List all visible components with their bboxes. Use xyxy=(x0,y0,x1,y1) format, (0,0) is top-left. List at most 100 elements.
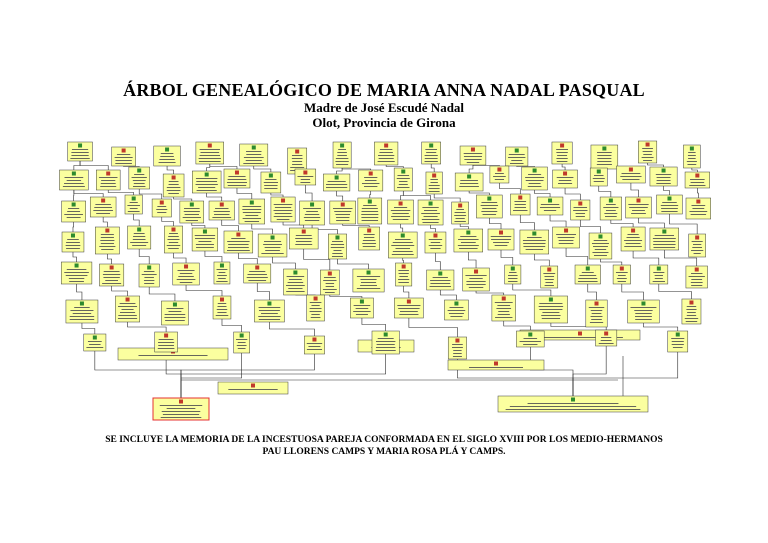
text-line xyxy=(101,180,116,181)
text-line xyxy=(66,180,82,181)
female-icon xyxy=(101,198,106,203)
person-box xyxy=(516,330,545,348)
text-line xyxy=(258,310,280,311)
lineage-connector xyxy=(206,193,223,201)
male-icon xyxy=(429,143,434,148)
text-line xyxy=(184,214,199,215)
text-line xyxy=(397,175,410,176)
text-line xyxy=(258,307,281,308)
text-line xyxy=(157,206,167,207)
text-line xyxy=(66,248,80,249)
person-box xyxy=(521,166,548,191)
text-line xyxy=(198,158,221,159)
male-icon xyxy=(532,168,537,173)
text-line xyxy=(429,286,451,287)
female-icon xyxy=(303,170,308,175)
text-line xyxy=(261,313,278,314)
lineage-connector xyxy=(329,295,363,298)
text-line xyxy=(306,343,323,344)
text-line xyxy=(662,202,677,203)
text-line xyxy=(375,347,396,348)
text-line xyxy=(627,234,639,235)
lineage-connector xyxy=(272,257,296,269)
text-line xyxy=(544,276,555,277)
text-line xyxy=(453,350,462,351)
text-line xyxy=(164,317,186,318)
text-line xyxy=(117,318,138,319)
lineage-connector xyxy=(664,250,698,266)
text-line xyxy=(364,180,377,181)
text-line xyxy=(115,160,132,161)
lineage-connector xyxy=(221,220,239,231)
text-line xyxy=(195,184,218,185)
lineage-connector xyxy=(270,193,284,197)
text-line xyxy=(424,155,438,156)
text-line xyxy=(337,152,347,153)
text-line xyxy=(573,210,588,211)
text-line xyxy=(392,219,409,220)
male-icon xyxy=(172,302,177,307)
text-line xyxy=(290,167,305,168)
male-icon xyxy=(268,173,273,178)
text-line xyxy=(242,212,261,213)
male-icon xyxy=(340,143,345,148)
text-line xyxy=(177,270,195,271)
text-line xyxy=(143,271,155,272)
text-line xyxy=(226,182,248,183)
text-line xyxy=(300,182,311,183)
lineage-connector xyxy=(621,284,644,300)
text-line xyxy=(166,190,181,191)
text-line xyxy=(158,339,174,340)
text-line xyxy=(661,208,678,209)
female-icon xyxy=(251,383,255,388)
lineage-connector xyxy=(579,220,601,233)
text-line xyxy=(556,158,568,159)
lineage-connector xyxy=(439,290,457,300)
text-line xyxy=(690,182,705,183)
text-line xyxy=(297,176,314,177)
text-line xyxy=(102,274,121,275)
text-line xyxy=(396,178,410,179)
female-icon xyxy=(689,300,694,305)
male-icon xyxy=(383,332,388,337)
person-box xyxy=(574,264,601,285)
female-icon xyxy=(281,198,286,203)
person-box xyxy=(497,395,649,413)
person-box xyxy=(243,263,272,284)
female-icon xyxy=(696,199,701,204)
text-line xyxy=(654,275,663,276)
person-box xyxy=(323,173,351,192)
text-line xyxy=(558,180,572,181)
text-line xyxy=(361,208,378,209)
text-line xyxy=(364,186,378,187)
text-line xyxy=(243,163,265,164)
text-line xyxy=(98,177,118,178)
text-line xyxy=(68,278,85,279)
text-line xyxy=(247,274,267,275)
person-box xyxy=(656,194,683,215)
person-box xyxy=(162,173,185,198)
text-line xyxy=(231,238,246,239)
text-line xyxy=(129,208,138,209)
text-line xyxy=(338,149,347,150)
text-line xyxy=(482,208,497,209)
text-line xyxy=(326,184,348,185)
lineage-connector xyxy=(256,283,270,300)
person-box xyxy=(223,168,251,189)
text-line xyxy=(304,220,320,221)
text-line xyxy=(133,236,146,237)
text-line xyxy=(635,313,652,314)
text-line xyxy=(509,163,524,164)
lineage-connector xyxy=(550,323,607,330)
text-line xyxy=(118,315,137,316)
person-box xyxy=(151,198,172,218)
text-line xyxy=(643,160,653,161)
male-icon xyxy=(656,266,661,271)
female-icon xyxy=(295,149,300,154)
lineage-connector xyxy=(180,354,386,398)
text-line xyxy=(96,213,111,214)
person-box xyxy=(612,264,631,285)
person-box xyxy=(111,146,136,167)
lineage-connector xyxy=(468,191,490,195)
text-line xyxy=(362,243,377,244)
